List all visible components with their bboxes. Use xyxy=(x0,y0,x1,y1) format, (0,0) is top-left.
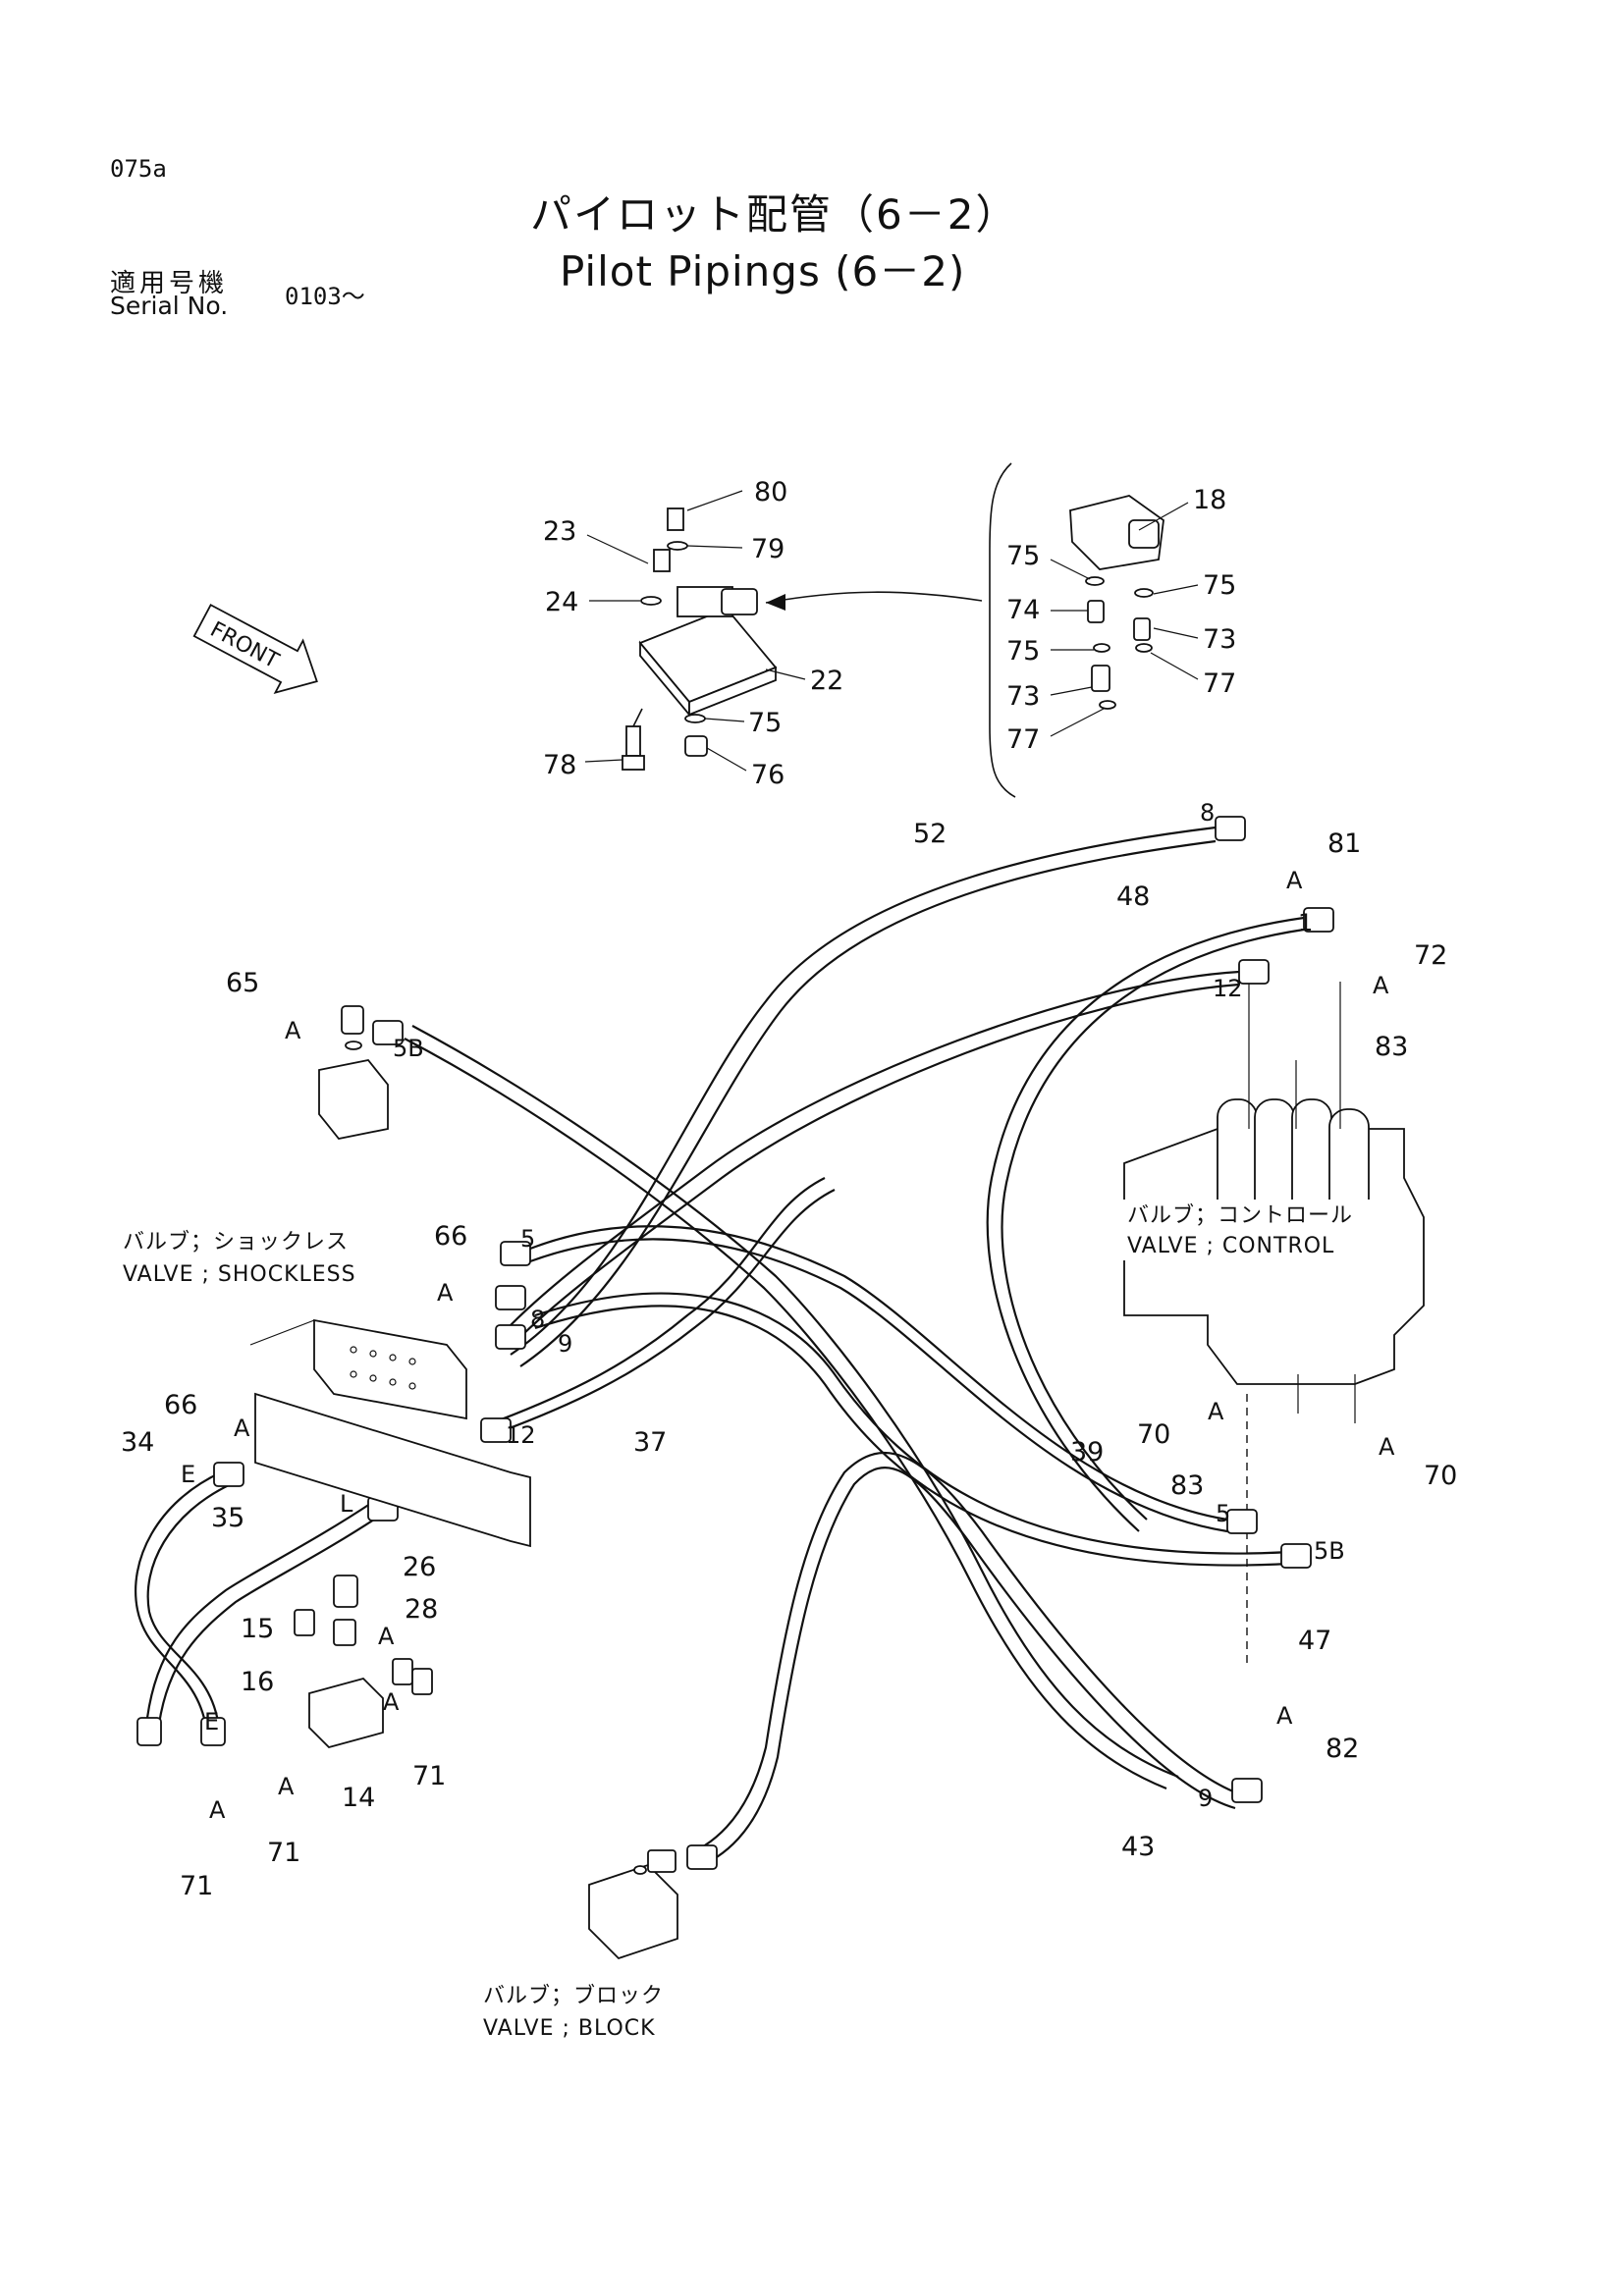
hose-end-5: 5 xyxy=(1216,1500,1230,1527)
port-marker-a: A xyxy=(278,1773,295,1800)
sensor-bracket-detail xyxy=(622,462,1016,798)
callout-47: 47 xyxy=(1298,1626,1331,1656)
port-marker-e: E xyxy=(181,1461,195,1488)
callout-77: 77 xyxy=(1006,724,1040,755)
callout-71: 71 xyxy=(412,1761,446,1791)
callout-18: 18 xyxy=(1193,485,1226,515)
callout-34: 34 xyxy=(121,1427,154,1458)
page-title-japanese: パイロット配管（6－2） xyxy=(530,190,1019,239)
callout-73: 73 xyxy=(1006,681,1040,712)
connection-markers: A A A A A A A A A A A A E E L 8 1 12 5B … xyxy=(181,799,1395,1824)
callout-74: 74 xyxy=(1006,595,1040,625)
port-marker-a: A xyxy=(437,1279,454,1307)
serial-number-range: 0103～ xyxy=(285,283,365,310)
callout-76: 76 xyxy=(751,760,785,790)
callout-71: 71 xyxy=(267,1838,300,1868)
hose-fittings xyxy=(136,816,1334,1870)
port-block-65 xyxy=(318,1005,389,1140)
callout-66: 66 xyxy=(434,1221,467,1252)
callout-75: 75 xyxy=(1203,570,1236,601)
callout-70: 70 xyxy=(1424,1461,1457,1491)
hose-end-9: 9 xyxy=(1198,1785,1213,1812)
callout-80: 80 xyxy=(754,477,787,507)
port-marker-a: A xyxy=(1208,1398,1224,1425)
callout-83: 83 xyxy=(1170,1470,1204,1501)
pressure-switch-detail xyxy=(1069,495,1164,710)
page-title-english: Pilot Pipings (6－2) xyxy=(560,247,966,295)
port-marker-a: A xyxy=(1286,867,1303,894)
callout-28: 28 xyxy=(405,1594,438,1625)
hose-end-5: 5 xyxy=(520,1225,535,1253)
callout-75: 75 xyxy=(1006,636,1040,667)
small-manifold-14 xyxy=(294,1575,433,1749)
callout-79: 79 xyxy=(751,534,785,564)
hose-end-1: 1 xyxy=(1298,909,1313,936)
detail-leader-lines xyxy=(584,490,1199,772)
block-valve-label-en: VALVE ; BLOCK xyxy=(483,2016,656,2041)
callout-82: 82 xyxy=(1326,1734,1359,1764)
front-arrow-icon: FRONT xyxy=(192,604,318,694)
callout-35: 35 xyxy=(211,1503,244,1533)
hose-end-8: 8 xyxy=(1200,799,1215,827)
callout-83: 83 xyxy=(1375,1032,1408,1062)
port-marker-a: A xyxy=(209,1796,226,1824)
callout-labels: 80 79 23 24 22 75 76 78 18 75 75 74 73 7… xyxy=(121,477,1457,1901)
port-marker-a: A xyxy=(234,1415,250,1442)
shockless-valve-label-jp: バルブ；ショックレス xyxy=(123,1230,349,1255)
callout-16: 16 xyxy=(241,1667,274,1697)
callout-48: 48 xyxy=(1116,881,1150,912)
port-marker-a: A xyxy=(383,1688,400,1716)
block-valve xyxy=(588,1849,678,1960)
block-valve-label-jp: バルブ；ブロック xyxy=(483,1984,664,2008)
shockless-valve-label-en: VALVE ; SHOCKLESS xyxy=(123,1262,356,1287)
port-marker-e: E xyxy=(204,1708,219,1735)
port-marker-a: A xyxy=(1373,972,1389,999)
callout-70: 70 xyxy=(1137,1419,1170,1450)
port-marker-l: L xyxy=(340,1490,353,1518)
component-labels: バルブ；ショックレス VALVE ; SHOCKLESS バルブ；コントロール … xyxy=(123,1200,1377,2041)
hose-end-9: 9 xyxy=(558,1330,572,1358)
control-valve-label-en: VALVE ; CONTROL xyxy=(1127,1234,1334,1258)
callout-24: 24 xyxy=(545,587,578,617)
callout-77: 77 xyxy=(1203,668,1236,699)
callout-39: 39 xyxy=(1070,1437,1104,1468)
callout-75: 75 xyxy=(1006,541,1040,571)
control-valve-body xyxy=(1123,1098,1425,1669)
port-marker-a: A xyxy=(1276,1702,1293,1730)
callout-14: 14 xyxy=(342,1783,375,1813)
hose-end-5b: 5B xyxy=(1314,1537,1345,1565)
callout-22: 22 xyxy=(810,666,843,696)
callout-26: 26 xyxy=(403,1552,436,1582)
serial-label-japanese: 適用号機 xyxy=(110,269,229,298)
hose-routes xyxy=(135,826,1307,1868)
valve-port-lines xyxy=(1248,962,1356,1423)
callout-52: 52 xyxy=(913,819,947,849)
callout-81: 81 xyxy=(1327,828,1361,859)
port-marker-a: A xyxy=(378,1623,395,1650)
callout-15: 15 xyxy=(241,1614,274,1644)
callout-65: 65 xyxy=(226,968,259,998)
hose-end-12: 12 xyxy=(506,1421,536,1449)
callout-71: 71 xyxy=(180,1871,213,1901)
serial-label-english: Serial No. xyxy=(110,292,229,320)
callout-23: 23 xyxy=(543,516,576,547)
callout-37: 37 xyxy=(633,1427,667,1458)
shockless-valve-manifold xyxy=(249,1318,531,1548)
hose-end-5b: 5B xyxy=(393,1035,424,1062)
page-id: 075a xyxy=(110,155,167,183)
hose-end-8: 8 xyxy=(530,1306,545,1333)
port-marker-a: A xyxy=(1379,1433,1395,1461)
callout-75: 75 xyxy=(748,708,782,738)
callout-72: 72 xyxy=(1414,940,1447,971)
callout-66: 66 xyxy=(164,1390,197,1420)
callout-43: 43 xyxy=(1121,1832,1155,1862)
callout-73: 73 xyxy=(1203,624,1236,655)
control-valve-label-jp: バルブ；コントロール xyxy=(1127,1203,1353,1228)
callout-78: 78 xyxy=(543,750,576,780)
hose-end-12: 12 xyxy=(1213,975,1243,1002)
port-marker-a: A xyxy=(285,1017,301,1044)
